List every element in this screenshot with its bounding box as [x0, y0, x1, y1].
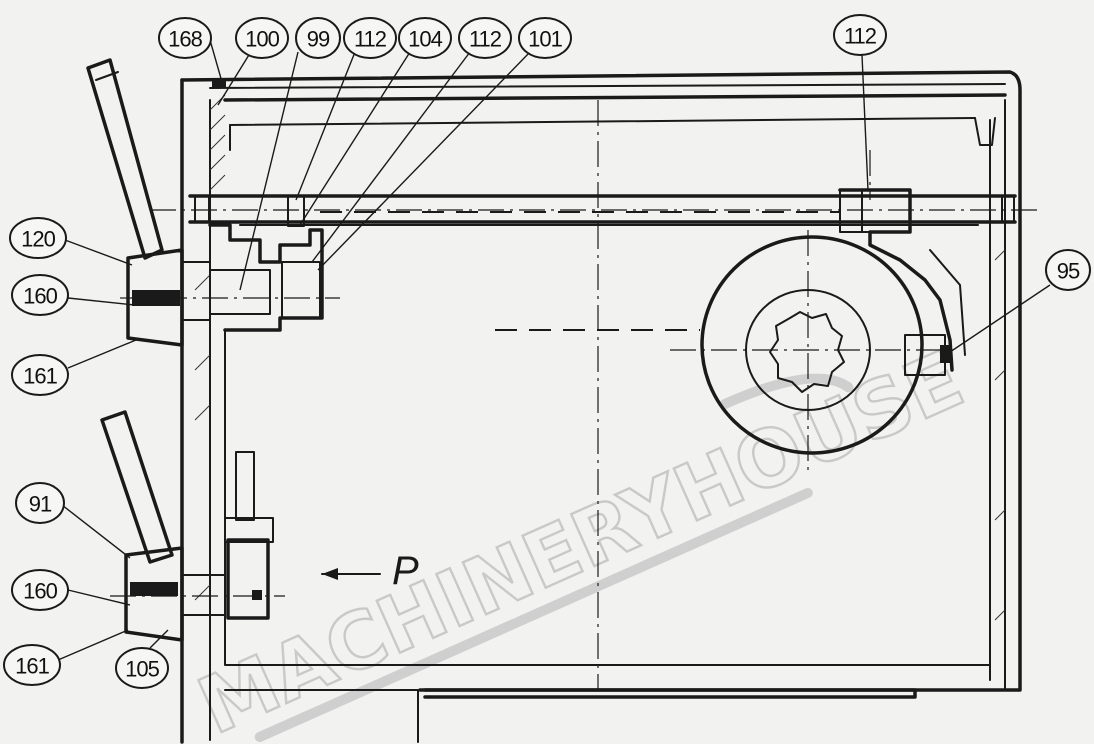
main-shaft [150, 188, 1040, 372]
lower-lever-assembly [100, 410, 285, 642]
lower-detent-block [226, 538, 270, 620]
callout-120-label: 120 [21, 227, 55, 252]
callout-160b: 160 [11, 569, 69, 611]
callout-112c-label: 112 [844, 24, 877, 49]
callout-161b: 161 [3, 644, 61, 686]
callout-168: 168 [158, 17, 212, 59]
collar-left [287, 195, 305, 227]
callout-101: 101 [518, 17, 572, 59]
callout-104-label: 104 [408, 27, 442, 52]
shift-fork-arm-outer [929, 249, 966, 356]
cover-line-1 [209, 83, 1006, 89]
upper-hub-detent [132, 290, 180, 306]
callout-112c: 112 [833, 14, 887, 56]
leader-99 [239, 51, 299, 291]
leader-120 [64, 239, 133, 266]
callout-100: 100 [235, 17, 289, 59]
cover-lip-right [974, 117, 996, 146]
watermark-underline [254, 487, 813, 743]
leader-112c [861, 54, 869, 191]
cover-line-3 [229, 117, 976, 126]
leader-91 [61, 504, 131, 559]
upper-lever-grip-line [95, 71, 119, 81]
upper-shaft-stub [181, 261, 211, 321]
leader-lines [57, 39, 1051, 661]
gear-assembly [495, 235, 952, 455]
fork-pad [904, 334, 946, 376]
callout-112a: 112 [343, 17, 397, 59]
upper-gear-block [281, 261, 321, 319]
leader-101 [317, 51, 531, 271]
upper-lever-hub [126, 248, 184, 347]
leader-160a [67, 297, 136, 306]
leader-112a [295, 51, 356, 201]
lower-shaft-stub [181, 574, 226, 616]
shaft-end-left [194, 195, 210, 223]
watermark-swoosh [719, 373, 854, 410]
watermark: MACHINERYHOUSE [185, 333, 977, 744]
bottom-rail [423, 688, 917, 699]
callout-101-label: 101 [528, 27, 562, 52]
bottom-foot-left [224, 689, 419, 743]
watermark-text: MACHINERYHOUSE [186, 335, 976, 744]
leader-160b [67, 589, 131, 606]
leader-104 [299, 51, 411, 226]
callout-104: 104 [398, 17, 452, 59]
fork-pad-pin [940, 345, 952, 363]
upper-lever-assembly [86, 58, 340, 347]
callout-161a-label: 161 [23, 364, 57, 389]
leader-95 [949, 284, 1051, 353]
callout-160a-label: 160 [23, 284, 57, 309]
housing-outer-top-right [180, 70, 1022, 692]
callout-168-label: 168 [168, 27, 202, 52]
hatching-top-left [194, 94, 1006, 621]
view-arrow-head [322, 568, 338, 580]
callout-112b-label: 112 [469, 27, 502, 52]
view-arrow-p: P [321, 549, 419, 593]
shift-fork-right [838, 188, 954, 372]
upper-pinion [209, 269, 271, 315]
leader-112b [311, 51, 471, 263]
lower-lever-hub [124, 546, 184, 642]
spline-bore [769, 311, 845, 393]
lower-pin [252, 590, 262, 600]
lower-hub-detent [130, 582, 178, 596]
lower-plunger-housing [224, 517, 274, 543]
callout-160b-label: 160 [23, 579, 57, 604]
shift-fork-hub [839, 189, 871, 233]
lower-plunger [235, 451, 255, 521]
callout-112b: 112 [458, 17, 512, 59]
callout-95-label: 95 [1057, 259, 1080, 284]
shaft-end-right [1001, 195, 1015, 223]
callout-120: 120 [9, 217, 67, 259]
callout-161b-label: 161 [15, 654, 49, 679]
callout-99-label: 99 [307, 27, 330, 52]
callout-161a: 161 [11, 354, 69, 396]
gear-outer [700, 235, 924, 455]
view-arrow-label: P [392, 549, 419, 593]
cavity-outline [224, 329, 991, 666]
corner-seal [212, 78, 226, 88]
lower-lever-handle [100, 410, 174, 564]
leader-105 [149, 629, 169, 649]
leader-161b [57, 629, 129, 661]
callout-100-label: 100 [245, 27, 279, 52]
cover-line-2 [223, 93, 1007, 102]
leader-161a [67, 339, 137, 369]
callout-105-label: 105 [125, 657, 159, 682]
gearbox-housing [180, 70, 1022, 744]
leader-168 [209, 39, 223, 83]
upper-lever-handle [86, 58, 164, 260]
callout-160a: 160 [11, 274, 69, 316]
callout-91-label: 91 [29, 492, 52, 517]
callout-112a-label: 112 [354, 27, 387, 52]
callout-95: 95 [1045, 249, 1091, 291]
callout-91: 91 [15, 482, 65, 524]
callout-105: 105 [115, 647, 169, 689]
leader-100 [217, 49, 253, 106]
callout-99: 99 [295, 17, 341, 59]
